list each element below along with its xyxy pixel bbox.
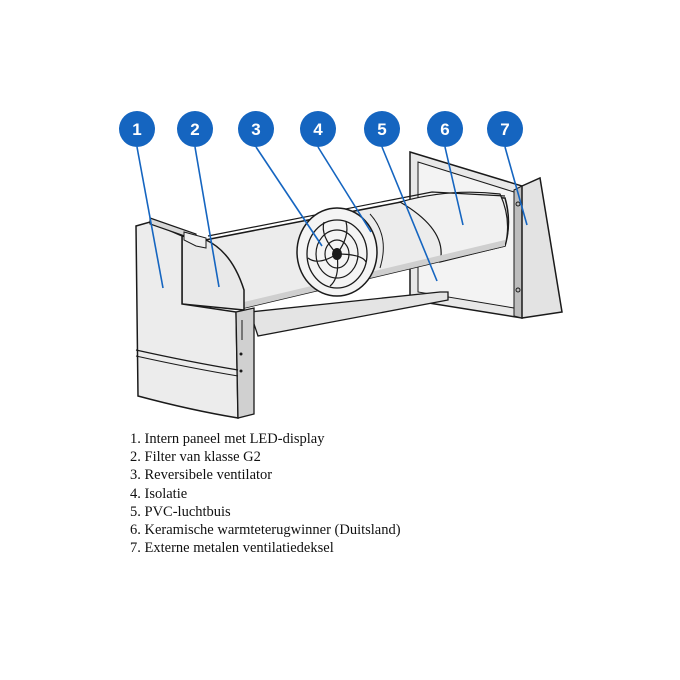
callout-badge-3: 3 bbox=[238, 111, 274, 147]
badge-number: 4 bbox=[313, 120, 323, 139]
badge-circle bbox=[300, 111, 336, 147]
badge-number: 7 bbox=[500, 120, 509, 139]
legend-item-6: 6. Keramische warmteterugwinner (Duitsla… bbox=[130, 522, 401, 539]
led-indicator-1 bbox=[239, 352, 243, 356]
panel-lower-division-2 bbox=[135, 355, 239, 377]
callout-badge-4: 4 bbox=[300, 111, 336, 147]
fan-grille-mid bbox=[315, 229, 359, 279]
legend-item-1: 1. Intern paneel met LED-display bbox=[130, 431, 325, 447]
pvc-tube-lower bbox=[249, 291, 449, 337]
callout-badge-1: 1 bbox=[119, 111, 155, 147]
legend-item-2: 2. Filter van klasse G2 bbox=[130, 449, 261, 466]
leader-lines bbox=[136, 146, 528, 289]
cover-screw-top bbox=[515, 201, 521, 207]
tube-group bbox=[203, 191, 510, 337]
component-legend: 1. Intern paneel met LED-display 2. Filt… bbox=[130, 430, 401, 557]
leader-line-5 bbox=[381, 146, 438, 282]
badge-number: 3 bbox=[251, 120, 260, 139]
internal-panel-group bbox=[135, 217, 255, 419]
callout-badge-2: 2 bbox=[177, 111, 213, 147]
badge-circle bbox=[487, 111, 523, 147]
legend-item-5: 5. PVC-luchtbuis bbox=[130, 503, 231, 520]
fan-blades bbox=[307, 221, 367, 287]
callout-badge-6: 6 bbox=[427, 111, 463, 147]
heat-exchanger-end bbox=[398, 191, 509, 263]
cover-screw-bottom bbox=[515, 287, 521, 293]
badge-number: 1 bbox=[132, 120, 141, 139]
badge-circle bbox=[427, 111, 463, 147]
panel-face bbox=[135, 221, 239, 419]
tube-top-rim bbox=[207, 191, 506, 237]
legend-item-4: 4. Isolatie bbox=[130, 485, 188, 502]
badge-number: 2 bbox=[190, 120, 199, 139]
tube-bottom-band bbox=[244, 240, 505, 308]
fan-grille-outer bbox=[306, 219, 368, 289]
leader-line-6 bbox=[444, 146, 464, 226]
tube-seam bbox=[369, 213, 384, 269]
leader-line-1 bbox=[136, 146, 164, 289]
panel-side bbox=[235, 307, 255, 419]
filter-housing bbox=[181, 235, 245, 311]
badge-number: 6 bbox=[440, 120, 449, 139]
panel-top-clip bbox=[183, 231, 207, 249]
badge-circle bbox=[364, 111, 400, 147]
panel-lower-division bbox=[135, 349, 239, 371]
callout-badge-7: 7 bbox=[487, 111, 523, 147]
badge-circle bbox=[177, 111, 213, 147]
callout-badges: 1 2 3 4 5 6 7 bbox=[119, 111, 523, 147]
external-metal-cover bbox=[521, 176, 563, 319]
legend-item-7: 7. Externe metalen ventilatiedeksel bbox=[130, 540, 334, 557]
fan-group bbox=[296, 207, 378, 297]
leader-line-3 bbox=[255, 146, 323, 247]
leader-line-7 bbox=[504, 146, 528, 226]
leader-line-4 bbox=[317, 146, 372, 233]
led-indicator-2 bbox=[239, 369, 243, 373]
leader-line-2 bbox=[194, 146, 220, 288]
badge-circle bbox=[238, 111, 274, 147]
badge-circle bbox=[119, 111, 155, 147]
callout-badge-5: 5 bbox=[364, 111, 400, 147]
badge-number: 5 bbox=[377, 120, 386, 139]
legend-item-3: 3. Reversibele ventilator bbox=[130, 467, 273, 484]
